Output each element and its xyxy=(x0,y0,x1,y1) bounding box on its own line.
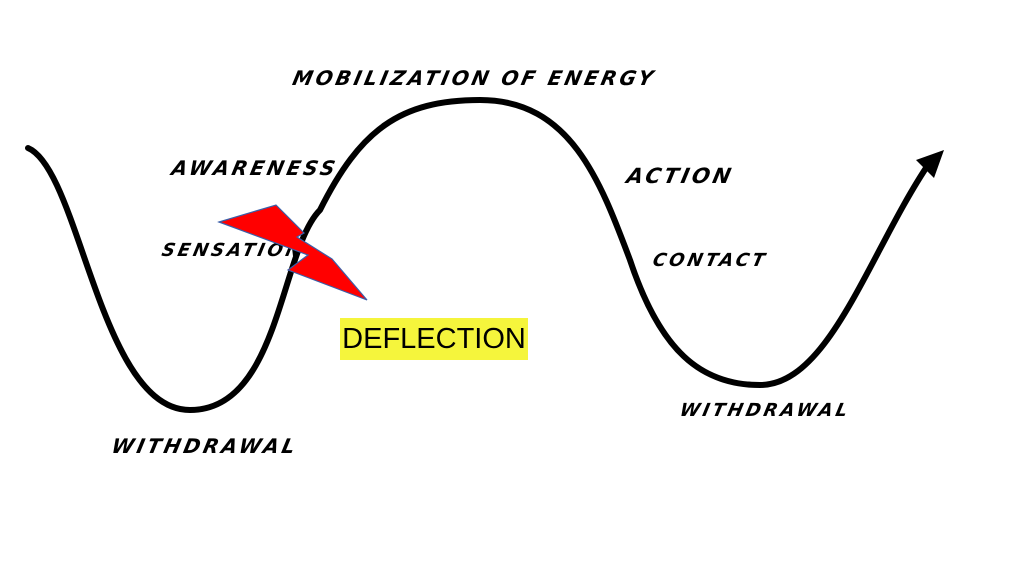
arrowhead-icon xyxy=(916,150,944,178)
deflection-callout: DEFLECTION xyxy=(340,318,528,360)
lightning-bolt-icon xyxy=(217,204,368,301)
cycle-curve xyxy=(25,96,933,414)
